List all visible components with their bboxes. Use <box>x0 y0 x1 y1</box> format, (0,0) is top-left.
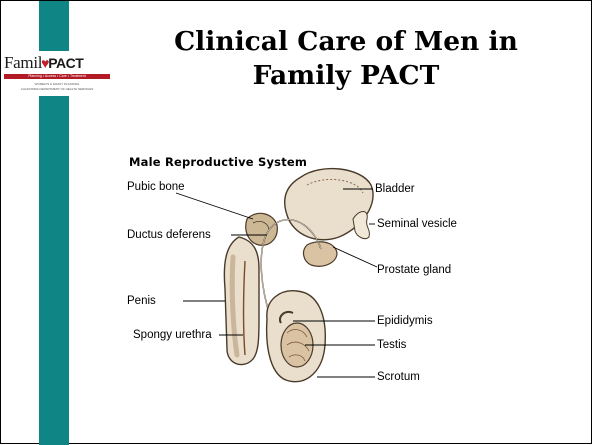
label-pubic-bone: Pubic bone <box>127 181 185 193</box>
slide-title: Clinical Care of Men in Family PACT <box>121 25 571 93</box>
logo-wordmark: Famil♥PACT <box>4 53 83 73</box>
logo-name-suffix: PACT <box>48 55 83 71</box>
label-epididymis: Epididymis <box>377 315 433 327</box>
label-ductus-deferens: Ductus deferens <box>127 229 211 241</box>
logo-fine-print-1: WOMEN'S & FAMILY PLANNING <box>4 82 110 86</box>
label-prostate-gland: Prostate gland <box>377 264 451 276</box>
logo-fine-print-2: CALIFORNIA DEPARTMENT OF HEALTH SERVICES <box>4 87 110 91</box>
slide-title-line-1: Clinical Care of Men in <box>121 25 571 59</box>
pubic-bone-leader <box>176 193 253 219</box>
penis-shape <box>224 237 259 365</box>
family-pact-logo: Famil♥PACT Planning • Access • Care • Tr… <box>4 51 112 96</box>
label-testis: Testis <box>377 339 406 351</box>
diagram-title: Male Reproductive System <box>129 155 307 169</box>
label-spongy-urethra: Spongy urethra <box>133 329 212 341</box>
slide-title-line-2: Family PACT <box>121 59 571 93</box>
label-bladder: Bladder <box>375 183 415 195</box>
logo-name-prefix: Famil <box>4 53 42 72</box>
label-penis: Penis <box>127 295 156 307</box>
logo-tagline: Planning • Access • Care • Treatment <box>4 74 110 79</box>
seminal-vesicle-shape <box>353 212 369 239</box>
prostate-gland-leader <box>333 247 377 267</box>
label-scrotum: Scrotum <box>377 371 420 383</box>
label-seminal-vesicle: Seminal vesicle <box>377 218 457 230</box>
anatomy-diagram: Male Reproductive System Pubic bone Duct… <box>121 149 481 399</box>
